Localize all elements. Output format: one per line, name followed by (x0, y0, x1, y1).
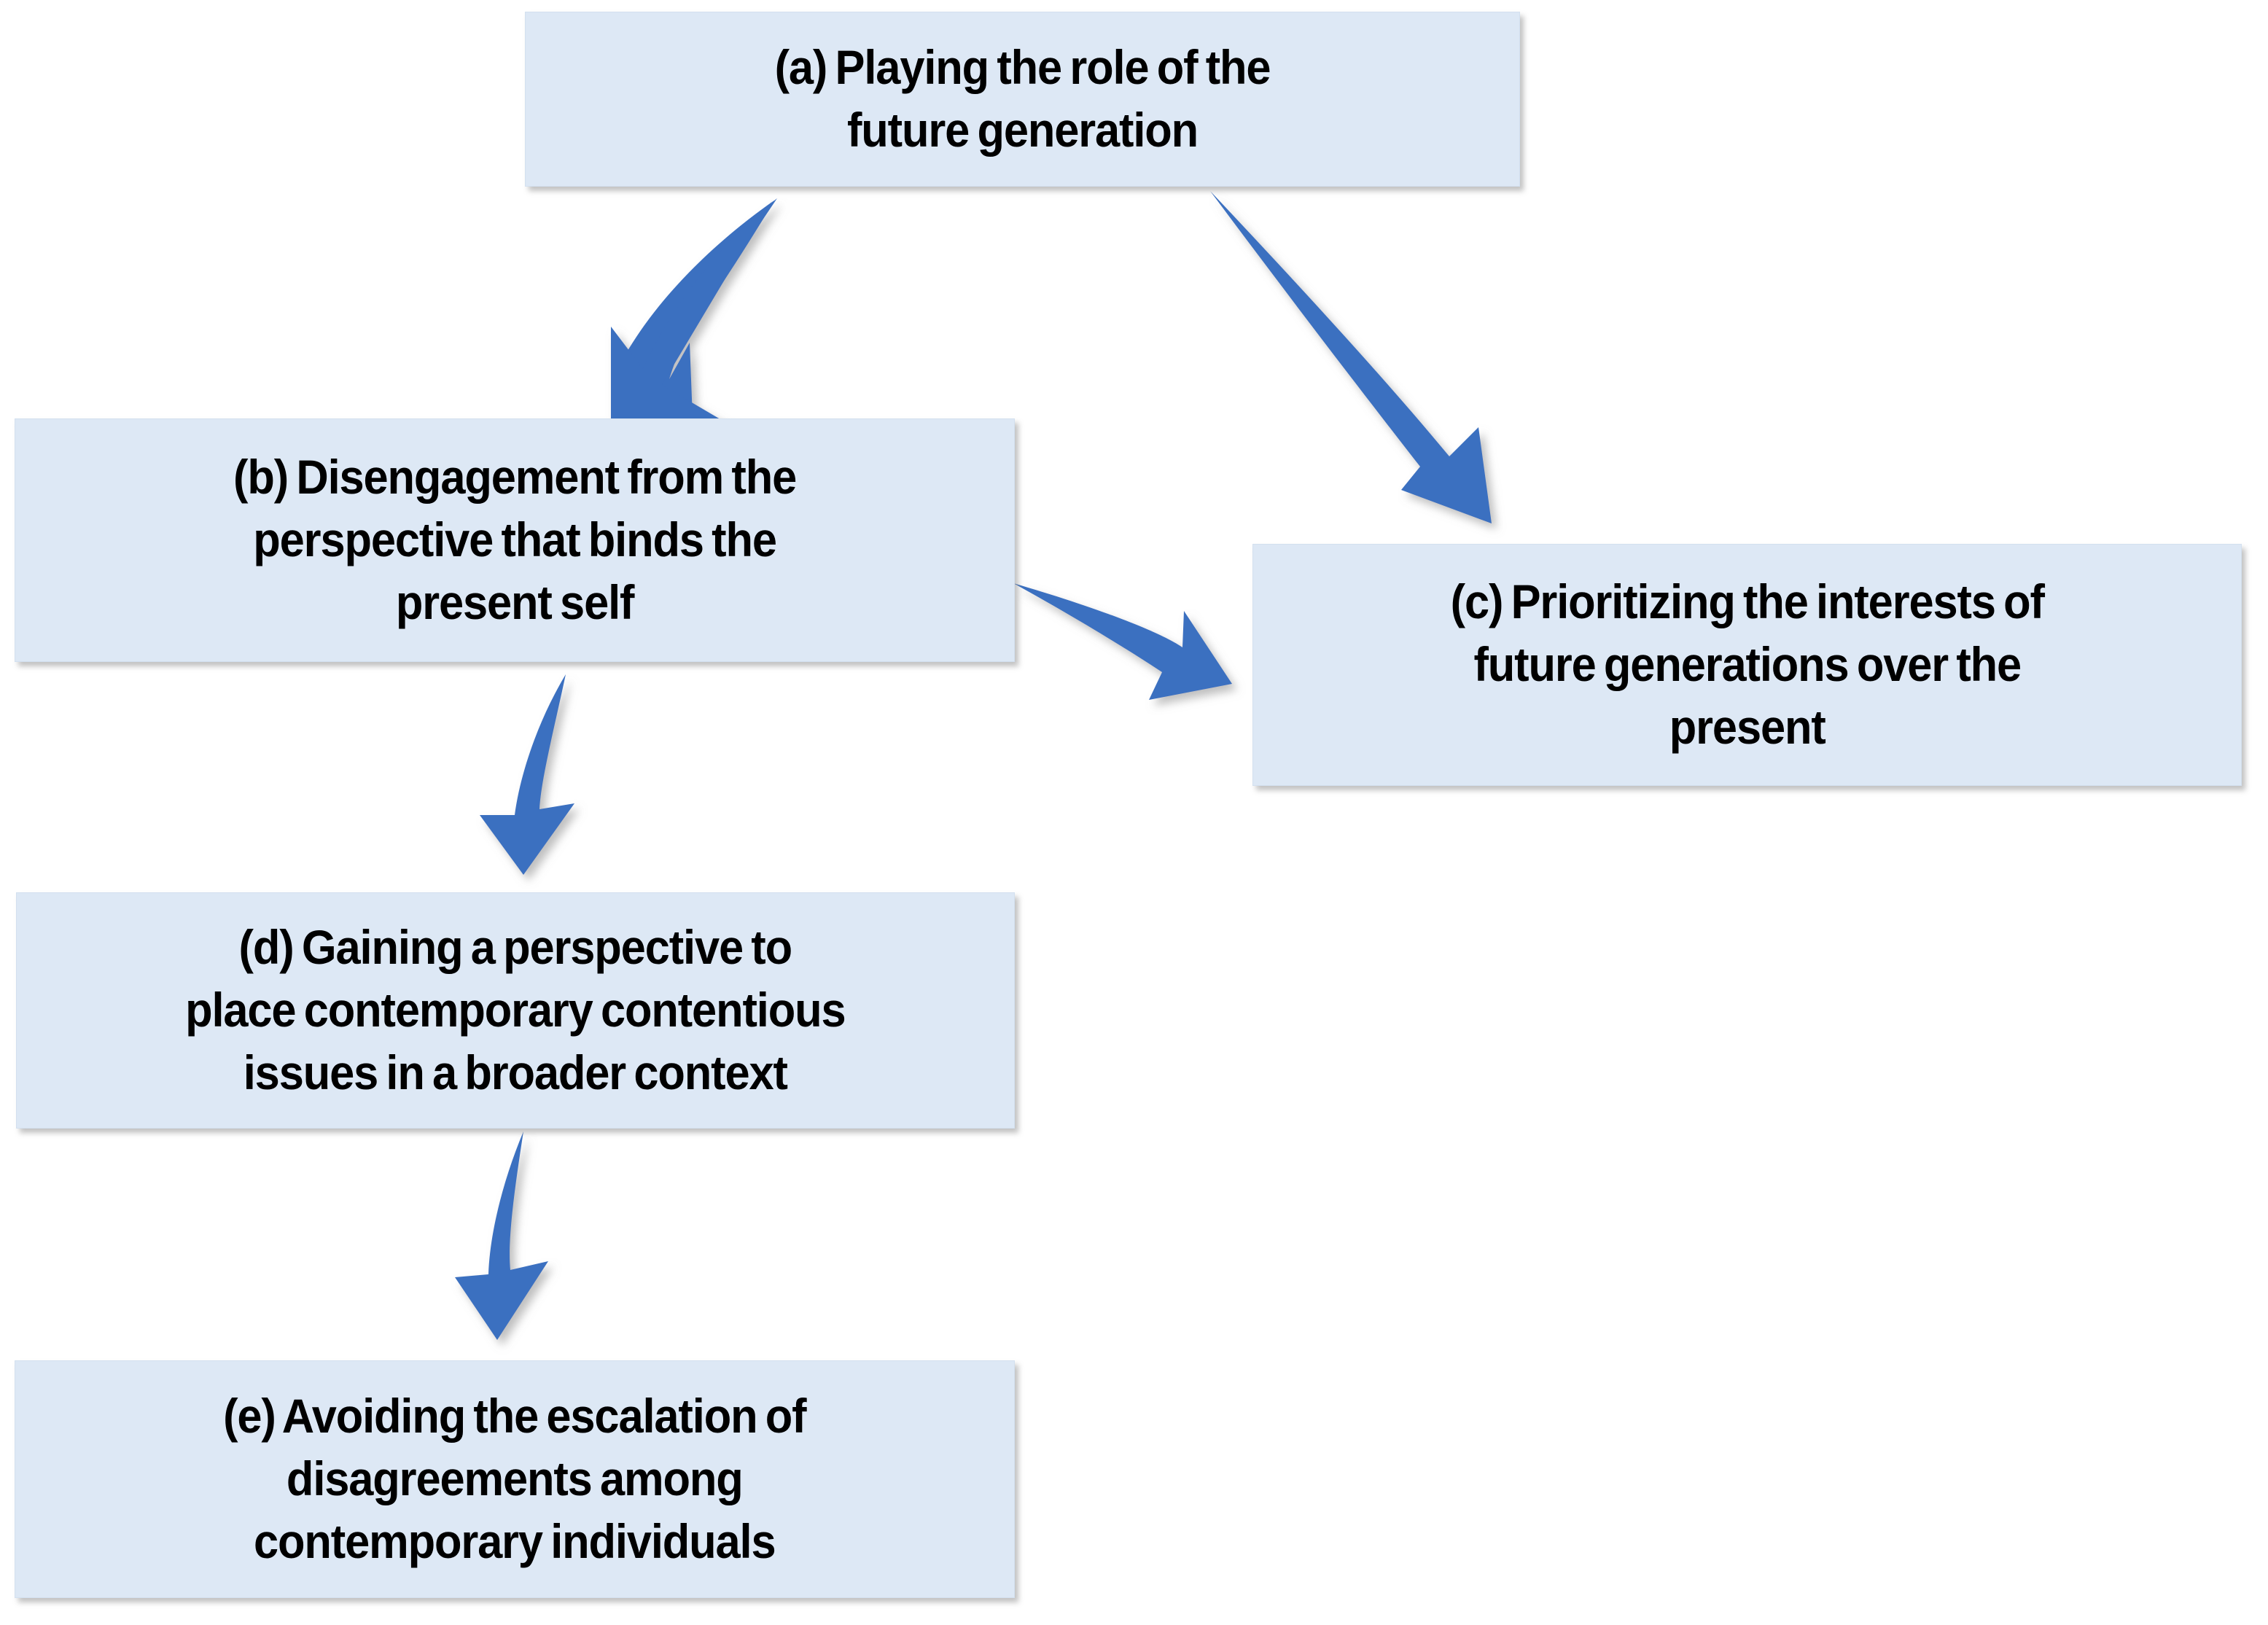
node-a[interactable]: (a) Playing the role of the future gener… (525, 12, 1520, 187)
arrow-b-to-d (480, 674, 574, 875)
node-b[interactable]: (b) Disengagement from the perspective t… (15, 418, 1015, 662)
node-c[interactable]: (c) Prioritizing the interests of future… (1252, 544, 2242, 786)
node-d-label: (d) Gaining a perspective to place conte… (185, 920, 846, 1099)
node-e-label: (e) Avoiding the escalation of disagreem… (223, 1389, 806, 1568)
node-b-label: (b) Disengagement from the perspective t… (233, 450, 797, 629)
node-c-label: (c) Prioritizing the interests of future… (1450, 574, 2044, 754)
node-e[interactable]: (e) Avoiding the escalation of disagreem… (15, 1360, 1015, 1598)
arrow-d-to-e (455, 1131, 548, 1340)
arrow-b-to-c (1013, 583, 1232, 700)
node-d[interactable]: (d) Gaining a perspective to place conte… (16, 892, 1015, 1129)
arrow-a-to-b (610, 198, 777, 437)
arrow-a-to-c (1210, 191, 1492, 523)
node-a-label: (a) Playing the role of the future gener… (774, 40, 1271, 157)
